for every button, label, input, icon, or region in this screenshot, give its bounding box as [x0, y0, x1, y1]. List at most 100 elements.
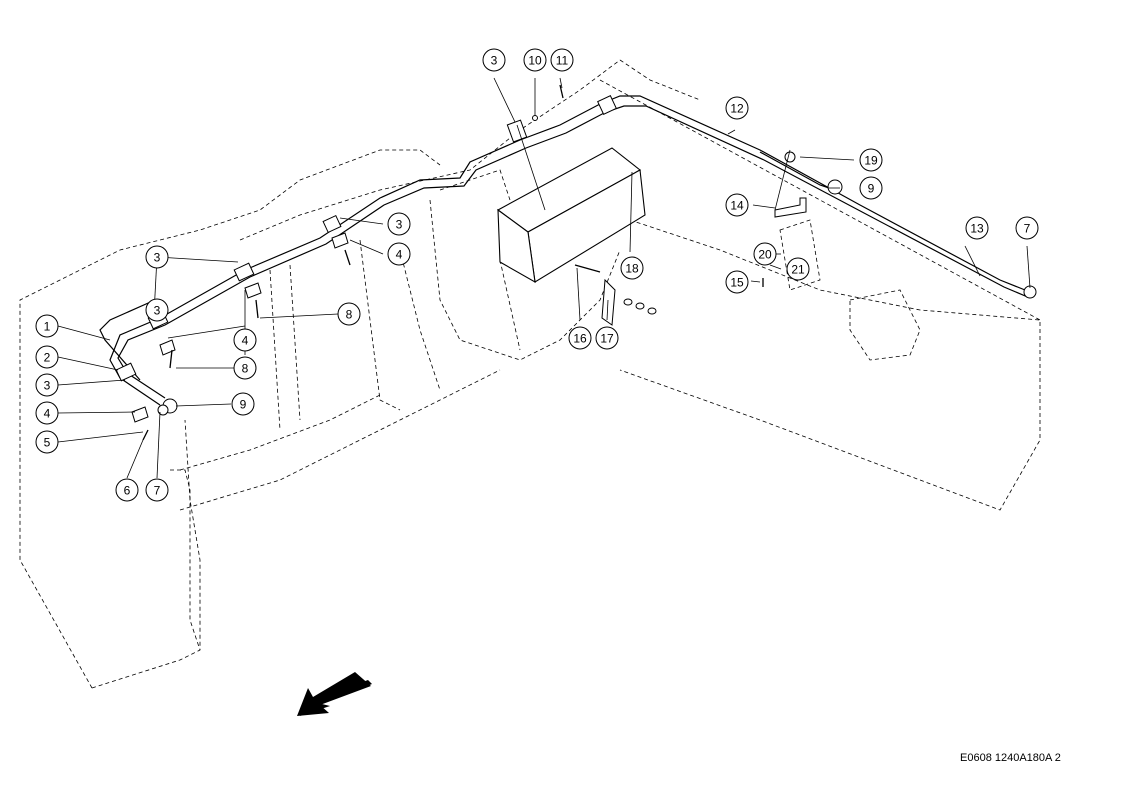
callout-number: 9 — [240, 398, 247, 412]
drawing-code: E0608 1240A180A 2 — [960, 752, 1061, 764]
callout-number: 17 — [600, 332, 614, 346]
callout-c4c: 4 — [233, 328, 257, 352]
callout-number: 18 — [625, 262, 639, 276]
callout-number: 8 — [242, 362, 249, 376]
callout-c13: 13 — [965, 216, 989, 240]
bolts — [142, 84, 764, 441]
callout-c6: 6 — [115, 478, 139, 502]
callout-number: 16 — [573, 332, 587, 346]
callout-c15: 15 — [725, 270, 749, 294]
callout-c8a: 8 — [233, 356, 257, 380]
callout-c14: 14 — [725, 193, 749, 217]
callout-c21: 21 — [786, 257, 810, 281]
callout-number: 4 — [396, 248, 403, 262]
callout-c5: 5 — [35, 430, 59, 454]
callout-circle — [725, 96, 749, 120]
callout-c3b: 3 — [145, 245, 169, 269]
callout-circle — [233, 356, 257, 380]
callout-circle — [725, 193, 749, 217]
callout-c9a: 9 — [231, 392, 255, 416]
callout-c3a: 3 — [35, 373, 59, 397]
callout-number: 15 — [730, 276, 744, 290]
callout-number: 7 — [154, 484, 161, 498]
callout-number: 20 — [758, 248, 772, 262]
callout-circle — [859, 176, 883, 200]
callout-c19: 19 — [859, 148, 883, 172]
leader-lines — [57, 77, 1031, 479]
callout-number: 13 — [970, 222, 984, 236]
callout-circle — [35, 345, 59, 369]
callout-c3e: 3 — [482, 48, 506, 72]
callout-number: 2 — [44, 351, 51, 365]
callout-circle — [387, 212, 411, 236]
callout-circle — [550, 48, 574, 72]
callout-circle — [620, 256, 644, 280]
callout-number: 4 — [242, 334, 249, 348]
callout-circle — [35, 430, 59, 454]
callout-circle — [145, 245, 169, 269]
callout-number: 3 — [491, 54, 498, 68]
callout-circle — [387, 242, 411, 266]
callout-c18: 18 — [620, 256, 644, 280]
callout-circle — [595, 326, 619, 350]
callout-circle — [753, 242, 777, 266]
direction-arrow-body — [297, 672, 371, 716]
callout-circle — [115, 478, 139, 502]
callout-circle — [482, 48, 506, 72]
callout-circle — [523, 48, 547, 72]
callout-c12: 12 — [725, 96, 749, 120]
callout-c11: 11 — [550, 48, 574, 72]
washers — [623, 298, 657, 315]
callout-number: 12 — [730, 102, 744, 116]
callout-number: 11 — [556, 54, 569, 68]
callout-number: 9 — [868, 182, 875, 196]
callout-c10: 10 — [523, 48, 547, 72]
callout-c17: 17 — [595, 326, 619, 350]
callout-number: 7 — [1024, 222, 1031, 236]
callout-number: 21 — [791, 263, 805, 277]
callout-c7a: 7 — [145, 478, 169, 502]
callout-number: 5 — [44, 436, 51, 450]
callout-number: 1 — [44, 320, 51, 334]
callout-circle — [568, 326, 592, 350]
callout-c3d: 3 — [387, 212, 411, 236]
callout-circle — [725, 270, 749, 294]
callout-circle — [35, 314, 59, 338]
callout-c1: 1 — [35, 314, 59, 338]
callout-circle — [233, 328, 257, 352]
callout-circle — [231, 392, 255, 416]
callout-number: 4 — [44, 407, 51, 421]
callout-circle — [786, 257, 810, 281]
callout-c2: 2 — [35, 345, 59, 369]
clamps-and-fasteners — [115, 95, 1037, 423]
callout-number: 19 — [864, 154, 878, 168]
callout-c8b: 8 — [337, 302, 361, 326]
callout-c4b: 4 — [387, 242, 411, 266]
callout-number: 14 — [730, 199, 744, 213]
tube-assembly — [99, 95, 1031, 406]
callout-c9b: 9 — [859, 176, 883, 200]
callout-c4a: 4 — [35, 401, 59, 425]
callout-circle — [965, 216, 989, 240]
callout-c20: 20 — [753, 242, 777, 266]
callout-number: 3 — [154, 251, 161, 265]
callout-circle — [145, 298, 169, 322]
machine-frame-outline — [19, 59, 1041, 689]
callout-number: 8 — [346, 308, 353, 322]
callout-number: 10 — [528, 54, 542, 68]
callout-circle — [35, 401, 59, 425]
housing-box — [496, 147, 646, 284]
callout-number: 6 — [124, 484, 131, 498]
callout-number: 3 — [44, 379, 51, 393]
callout-c3c: 3 — [145, 298, 169, 322]
callout-circle — [35, 373, 59, 397]
callout-circle — [1015, 216, 1039, 240]
callout-number: 3 — [396, 218, 403, 232]
callout-number: 3 — [154, 304, 161, 318]
callout-circle — [859, 148, 883, 172]
callout-circle — [337, 302, 361, 326]
callout-c16: 16 — [568, 326, 592, 350]
